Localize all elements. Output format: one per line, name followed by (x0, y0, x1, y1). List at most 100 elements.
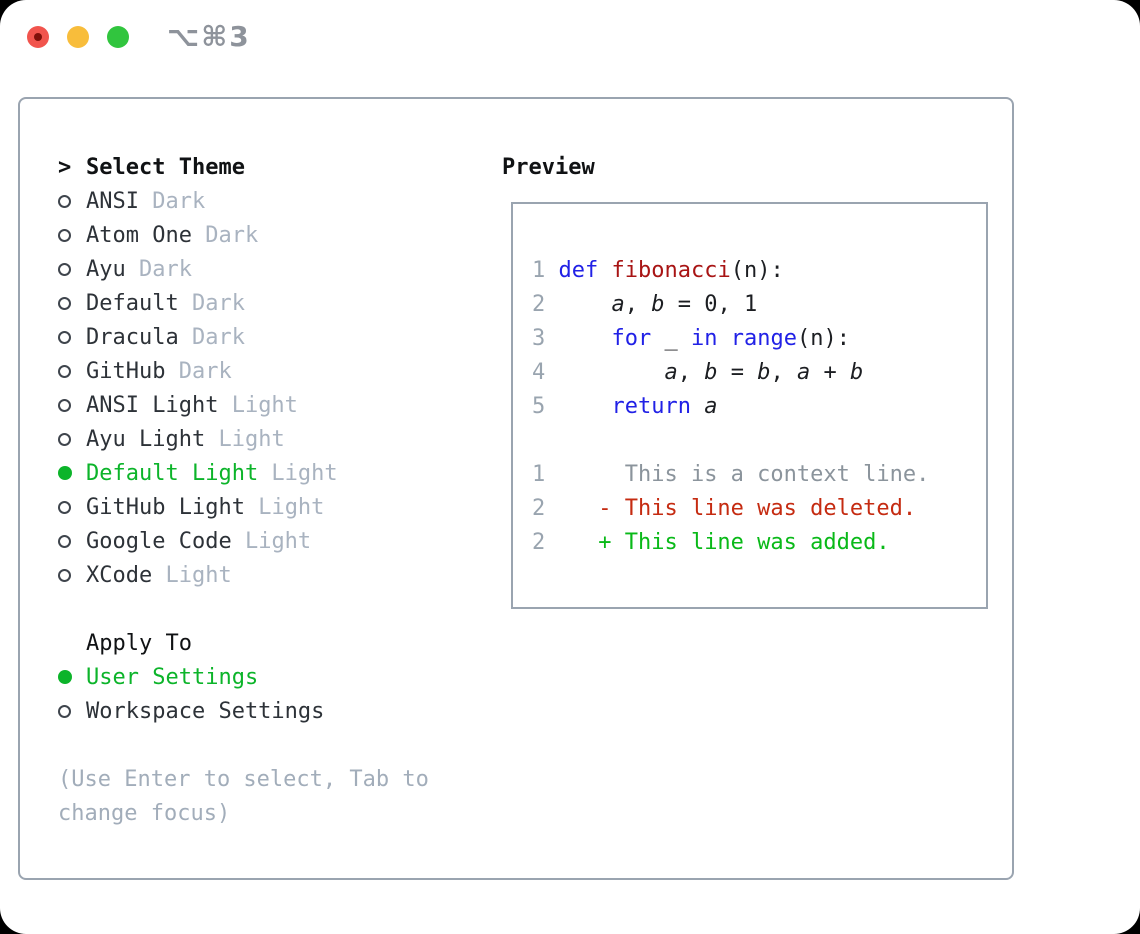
minimize-button[interactable] (67, 26, 89, 48)
variant-label: Light (231, 528, 312, 554)
code-segment-keyword: def (558, 258, 599, 283)
theme-option-ayu[interactable]: Ayu Dark (40, 252, 480, 286)
radio-circle (58, 194, 71, 208)
radio-icon (58, 364, 86, 378)
code-line: 1 This is a context line. (532, 458, 929, 492)
option-label: Workspace Settings (86, 698, 325, 724)
line-number: 1 (532, 258, 546, 283)
option-label: ANSI Light (86, 392, 219, 418)
option-label: Default (86, 290, 179, 316)
code-segment-variable: b (651, 292, 665, 317)
apply-option-user-settings[interactable]: User Settings (40, 660, 480, 694)
theme-option-ansi-light[interactable]: ANSI Light Light (40, 388, 480, 422)
code-segment-plain (545, 394, 611, 419)
code-segment-variable: a (611, 292, 625, 317)
code-segment-function: fibonacci (611, 258, 731, 283)
option-label: Dracula (86, 324, 179, 350)
variant-label: Dark (191, 222, 259, 248)
line-number: 2 (532, 496, 546, 521)
theme-option-google-code[interactable]: Google Code Light (40, 524, 480, 558)
radio-icon (58, 432, 86, 446)
code-segment-plain (598, 258, 611, 283)
radio-circle (58, 670, 72, 684)
code-segment-keyword: range (730, 326, 797, 351)
divider (40, 728, 480, 762)
theme-option-dracula[interactable]: Dracula Dark (40, 320, 480, 354)
preview-header: Preview (502, 154, 595, 180)
variant-label: Light (205, 426, 285, 452)
variant-label: Dark (125, 256, 192, 282)
radio-icon (58, 398, 86, 412)
code-line: 2 + This line was added. (532, 526, 929, 560)
radio-icon (58, 228, 86, 242)
window-title: ⌥⌘3 (167, 20, 251, 53)
radio-icon (58, 704, 86, 718)
theme-option-github[interactable]: GitHub Dark (40, 354, 480, 388)
theme-option-ayu-light[interactable]: Ayu Light Light (40, 422, 480, 456)
code-segment-context: This is a context line. (545, 462, 930, 487)
code-segment-keyword: return (611, 394, 691, 419)
radio-icon (58, 194, 86, 208)
code-segment-variable: b (757, 360, 771, 385)
code-segment-variable: b (704, 360, 718, 385)
cursor-icon: > (58, 154, 72, 180)
theme-option-xcode[interactable]: XCode Light (40, 558, 480, 592)
theme-option-github-light[interactable]: GitHub Light Light (40, 490, 480, 524)
option-label: User Settings (86, 664, 259, 690)
radio-icon (58, 534, 86, 548)
apply-to-header: Apply To (40, 626, 480, 660)
variant-label: Dark (138, 188, 206, 214)
code-segment-keyword: for (611, 326, 652, 351)
hint-line-2: change focus) (58, 800, 231, 826)
radio-circle (58, 330, 71, 344)
code-segment-plain: (n): (796, 326, 850, 351)
code-segment-plain: + (810, 360, 850, 385)
apply-option-workspace-settings[interactable]: Workspace Settings (40, 694, 480, 728)
code-segment-plain: , (770, 360, 797, 385)
variant-label: Light (218, 392, 298, 418)
code-segment-plain (717, 326, 730, 351)
code-segment-keyword: in (690, 326, 718, 351)
variant-label: Dark (178, 324, 245, 350)
code-line: 2 a, b = 0, 1 (532, 288, 929, 322)
line-number: 2 (532, 292, 546, 317)
code-segment-plain (545, 258, 558, 283)
variant-label: Light (152, 562, 232, 588)
option-label: Google Code (86, 528, 232, 554)
apply-to-title: Apply To (86, 630, 192, 656)
code-segment-variable: a (796, 360, 811, 385)
theme-option-atom-one[interactable]: Atom One Dark (40, 218, 480, 252)
radio-circle (58, 262, 71, 276)
variant-label: Dark (178, 290, 245, 316)
title-bar: ⌥⌘3 (0, 0, 1140, 76)
radio-icon (58, 262, 86, 276)
code-segment-plain: , (677, 360, 705, 385)
radio-circle (58, 534, 71, 548)
code-line: 3 for _ in range(n): (532, 322, 929, 356)
code-segment-plain (691, 394, 704, 419)
option-label: Ayu (86, 256, 126, 282)
code-segment-deleted: - This line was deleted. (545, 496, 917, 521)
select-theme-title: Select Theme (86, 154, 245, 180)
close-button[interactable] (27, 26, 49, 48)
zoom-button[interactable] (107, 26, 129, 48)
radio-icon (58, 296, 86, 310)
radio-circle (58, 568, 71, 582)
radio-circle (58, 228, 71, 242)
radio-circle (58, 704, 71, 718)
code-line: 1 def fibonacci(n): (532, 254, 929, 288)
option-label: Ayu Light (86, 426, 206, 452)
code-segment-plain: = 0, 1 (664, 292, 758, 317)
theme-option-default[interactable]: Default Dark (40, 286, 480, 320)
code-segment-added: + This line was added. (545, 530, 890, 555)
code-segment-variable: a (704, 394, 718, 419)
theme-option-ansi[interactable]: ANSI Dark (40, 184, 480, 218)
line-number: 5 (532, 394, 546, 419)
radio-circle (58, 296, 71, 310)
line-number: 2 (532, 530, 546, 555)
theme-option-default-light[interactable]: Default Light Light (40, 456, 480, 490)
code-segment-plain: , (624, 292, 652, 317)
